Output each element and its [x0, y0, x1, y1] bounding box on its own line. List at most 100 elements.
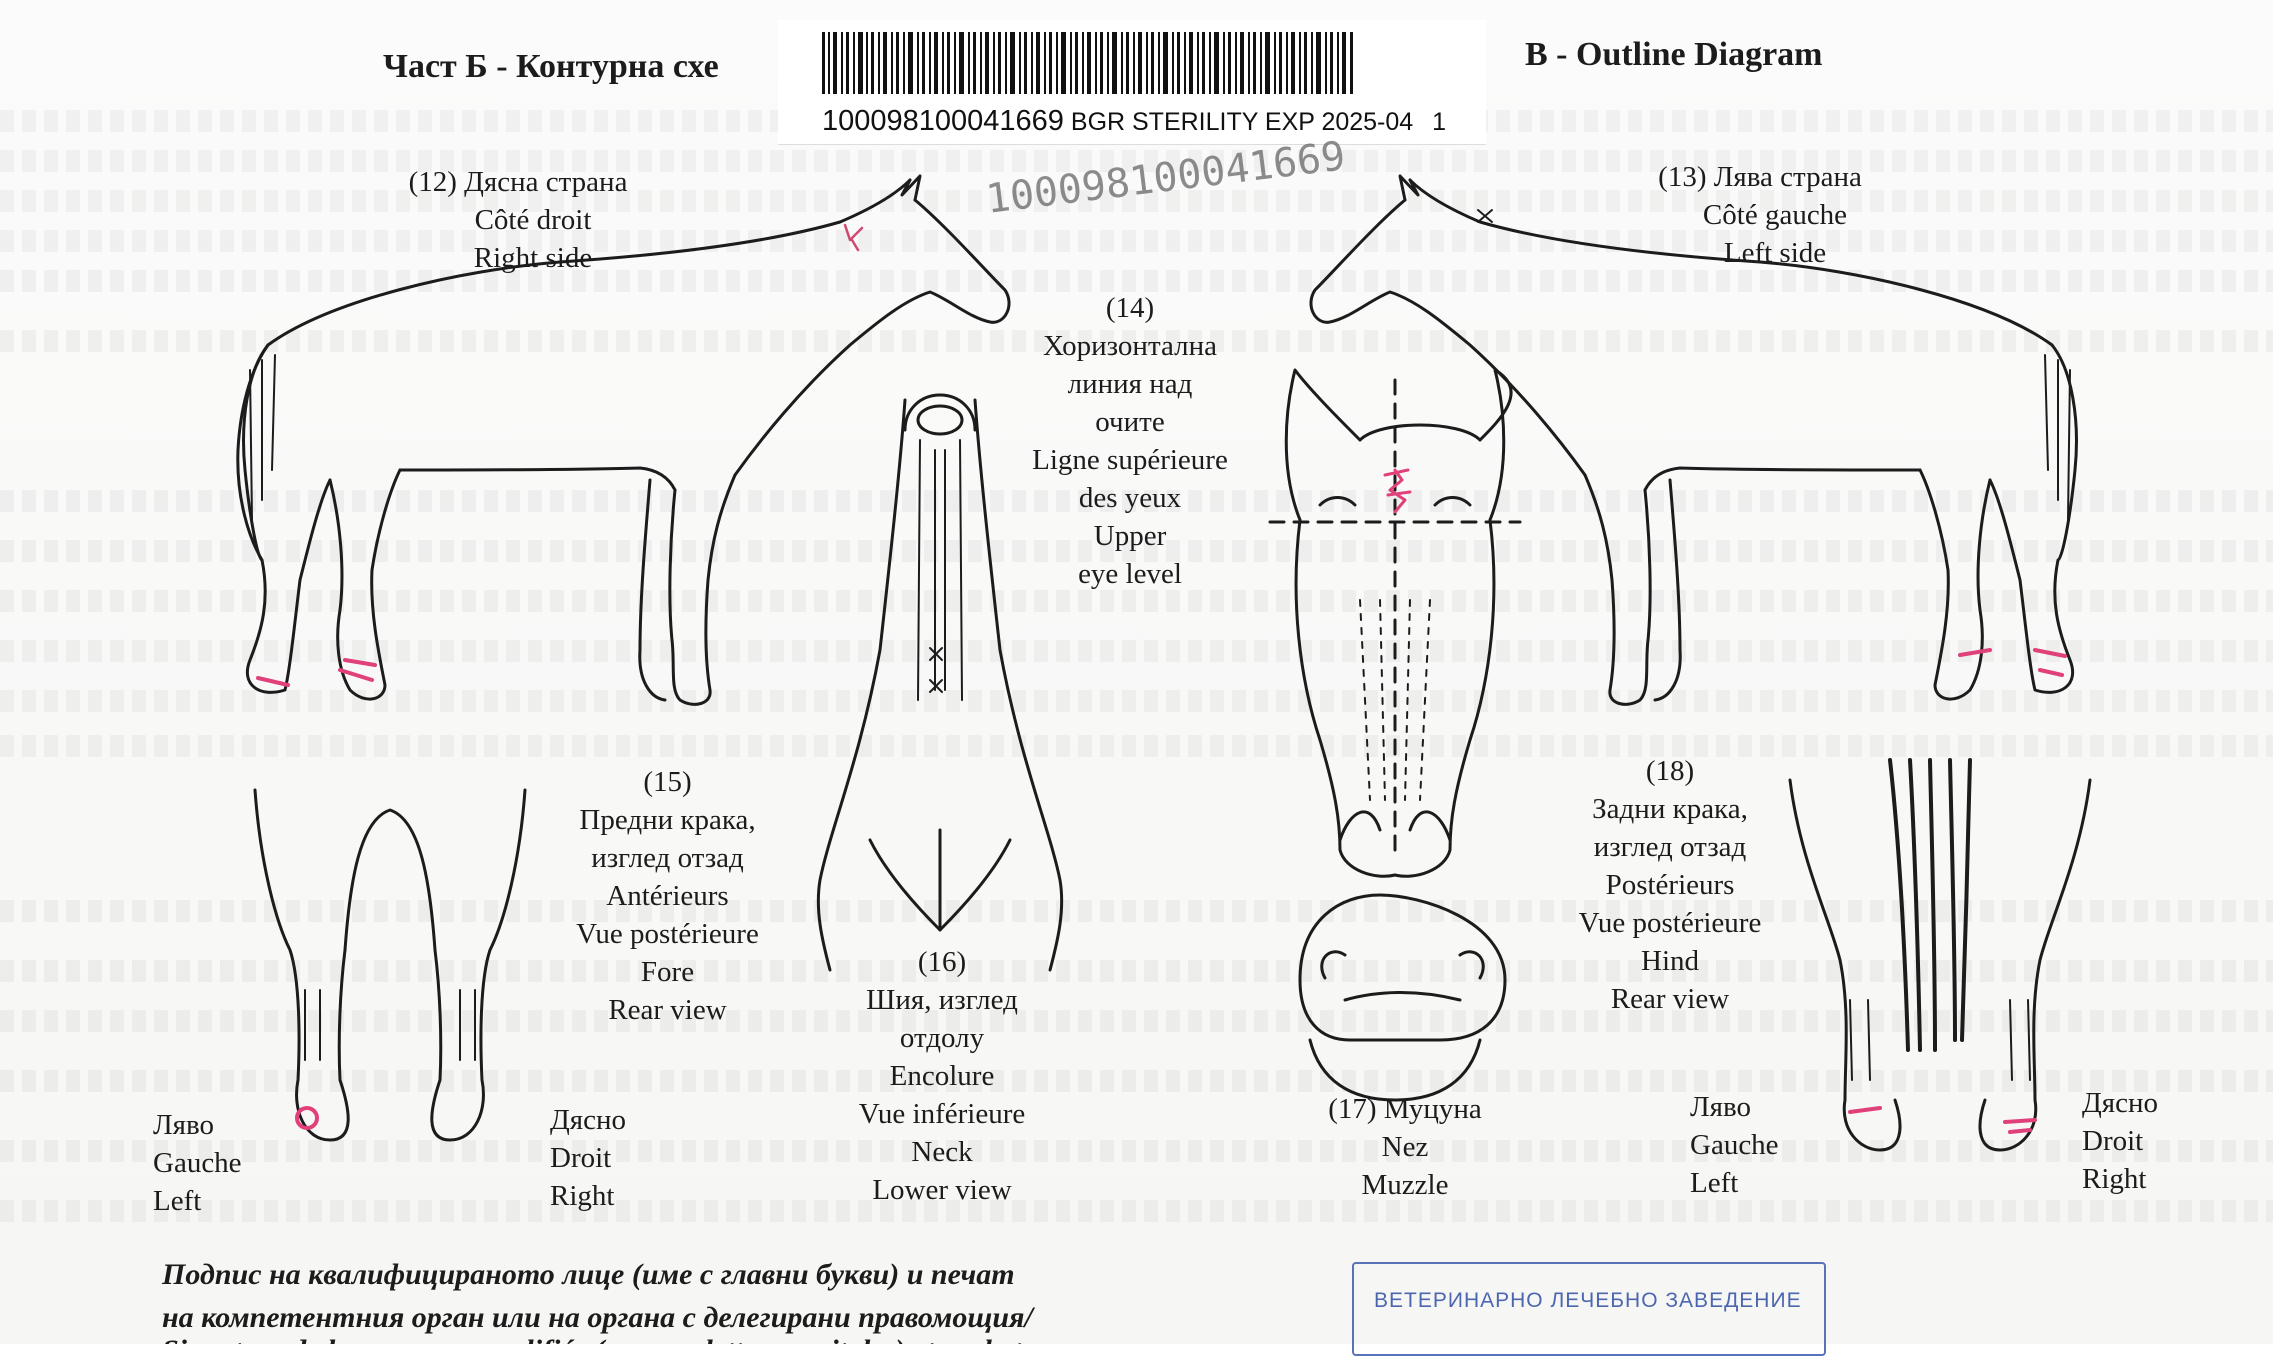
left-side-en: Left side [1723, 237, 1827, 269]
forelegs-en-2: Rear view [608, 994, 727, 1026]
hind-right-bg: Дясно [2082, 1087, 2159, 1119]
muzzle-fr: Nez [1381, 1131, 1429, 1163]
eye-level-bg-3: очите [1095, 406, 1165, 438]
forelegs-rear-view-figure [253, 788, 527, 1142]
muzzle-caption: (17) Муцуна Nez Muzzle [1270, 1090, 1540, 1204]
neck-fr-2: Vue inférieure [858, 1098, 1026, 1130]
hindlegs-bg-2: изглед отзад [1593, 831, 1747, 863]
neck-number: (16) [917, 946, 967, 978]
eye-level-en-2: eye level [1078, 558, 1182, 590]
neck-lower-view-figure [816, 393, 1064, 972]
part-title-en: B - Outline Diagram [1525, 36, 1823, 73]
muzzle-en: Muzzle [1361, 1169, 1449, 1201]
right-side-number: (12) [408, 166, 457, 198]
forelegs-en-1: Fore [640, 956, 695, 988]
hind-right-fr: Droit [2082, 1125, 2144, 1157]
eye-level-bg-1: Хоризонтална [1043, 330, 1217, 362]
neck-caption: (16) Шия, изглед отдолу Encolure Vue inf… [822, 943, 1062, 1209]
bleed-through-text [0, 540, 2273, 562]
fore-right-fr: Droit [550, 1142, 612, 1174]
fore-right-en: Right [550, 1180, 615, 1212]
hindlegs-number: (18) [1645, 755, 1695, 787]
hind-right-label: Дясно Droit Right [2082, 1084, 2158, 1198]
eye-level-caption: (14) Хоризонтална линия над очите Ligne … [1000, 289, 1260, 593]
bleed-through-text [0, 490, 2273, 512]
fore-left-fr: Gauche [153, 1147, 242, 1179]
hindlegs-rear-view-figure [1788, 758, 2092, 1152]
stamp-text: ВЕТЕРИНАРНО ЛЕЧЕБНО ЗАВЕДЕНИЕ [1374, 1289, 1802, 1312]
bleed-through-text [0, 900, 2273, 922]
horse-right-side-figure [236, 174, 1011, 706]
hindlegs-fr-1: Postérieurs [1605, 869, 1735, 901]
fore-left-en: Left [153, 1185, 202, 1217]
left-side-fr: Côté gauche [1702, 199, 1848, 231]
horse-left-side-figure [1309, 174, 2078, 706]
barcode-number: 100098100041669 [822, 105, 1064, 137]
bleed-through-text [0, 150, 2273, 172]
signature-line-3: Signature de la personne qualifiée (nom … [162, 1334, 1022, 1344]
neck-en-2: Lower view [872, 1174, 1012, 1206]
bleed-through-text [0, 230, 2273, 252]
barcode-label-text: BGR STERILITY EXP 2025-04 [1070, 108, 1414, 136]
bleed-through-text [0, 1010, 2273, 1032]
right-side-bg: Дясна страна [464, 166, 628, 198]
bleed-through-text [0, 590, 2273, 612]
signature-line-2: на компетентния орган или на органа с де… [162, 1301, 1033, 1334]
eye-level-en-1: Upper [1093, 520, 1167, 552]
muzzle-figure [1298, 893, 1507, 1102]
bleed-through-text [0, 690, 2273, 712]
fore-right-label: Дясно Droit Right [550, 1101, 626, 1215]
eye-level-fr-1: Ligne supérieure [1032, 444, 1228, 476]
right-side-fr: Côté droit [474, 204, 592, 236]
hind-left-en: Left [1690, 1167, 1739, 1199]
fore-left-label: Ляво Gauche Left [153, 1106, 242, 1220]
bleed-through-text [0, 960, 2273, 982]
right-side-caption: (12) Дясна страна Côté droit Right side [378, 163, 658, 277]
forelegs-bg-2: изглед отзад [591, 842, 744, 874]
hindlegs-en-1: Hind [1641, 945, 1699, 977]
signature-line-1: Подпис на квалифицираното лице (име с гл… [162, 1258, 1015, 1291]
barcode-suffix: 1 [1432, 108, 1447, 136]
bleed-through-text [0, 1200, 2273, 1222]
forelegs-fr-1: Antérieurs [606, 880, 729, 912]
bleed-through-text [0, 270, 2273, 292]
neck-en-1: Neck [911, 1136, 973, 1168]
forelegs-bg-1: Предни крака, [579, 804, 756, 836]
hind-left-label: Ляво Gauche Left [1690, 1088, 1779, 1202]
hindlegs-bg-1: Задни крака, [1592, 793, 1748, 825]
left-side-caption: (13) Лява страна Côté gauche Left side [1630, 158, 1890, 272]
bleed-through-text [0, 1070, 2273, 1092]
muzzle-bg: (17) Муцуна [1328, 1093, 1482, 1125]
left-side-bg: Лява страна [1713, 161, 1862, 193]
hind-left-fr: Gauche [1690, 1129, 1779, 1161]
hind-right-en: Right [2082, 1163, 2147, 1195]
bleed-through-text [0, 640, 2273, 662]
fore-left-bg: Ляво [153, 1109, 215, 1141]
hindlegs-fr-2: Vue postérieure [1578, 907, 1762, 939]
eye-level-number: (14) [1105, 292, 1155, 324]
bleed-through-text [0, 1140, 2273, 1162]
forelegs-caption: (15) Предни крака, изглед отзад Antérieu… [535, 763, 800, 1029]
part-title-bg: Част Б - Контурна схе [383, 48, 719, 85]
barcode-bars [822, 32, 1353, 94]
left-side-number: (13) [1658, 161, 1707, 193]
hindlegs-caption: (18) Задни крака, изглед отзад Postérieu… [1545, 752, 1795, 1018]
hind-left-bg: Ляво [1690, 1091, 1752, 1123]
head-front-figure [1268, 368, 1522, 878]
eye-level-bg-2: линия над [1067, 368, 1193, 400]
neck-bg-2: отдолу [899, 1022, 985, 1054]
veterinary-stamp: ВЕТЕРИНАРНО ЛЕЧЕБНО ЗАВЕДЕНИЕ [1352, 1262, 1826, 1356]
bleed-through-text [0, 735, 2273, 757]
barcode-label [778, 20, 1486, 145]
barcode-caption: 100098100041669 BGR STERILITY EXP 2025-0… [822, 105, 1446, 138]
hindlegs-en-2: Rear view [1610, 983, 1730, 1015]
right-side-en: Right side [473, 242, 593, 274]
eye-level-fr-2: des yeux [1078, 482, 1182, 514]
neck-fr-1: Encolure [889, 1060, 995, 1092]
forelegs-fr-2: Vue postérieure [576, 918, 759, 950]
bleed-through-text [0, 190, 2273, 212]
forelegs-number: (15) [643, 766, 692, 798]
neck-bg-1: Шия, изглед [866, 984, 1018, 1016]
